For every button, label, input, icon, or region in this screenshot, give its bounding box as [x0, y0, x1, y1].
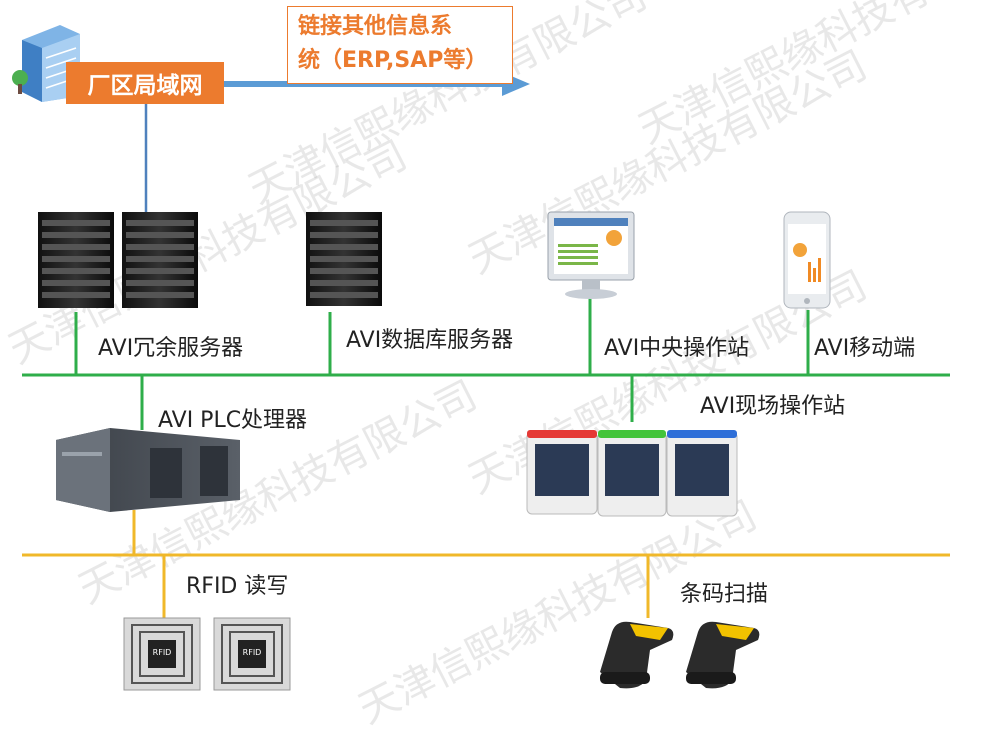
lan-label-box: 厂区局域网 — [66, 62, 224, 104]
mobile-label: AVI移动端 — [814, 336, 916, 361]
yellow-bus — [22, 510, 950, 618]
server-rack-icon-2 — [122, 212, 198, 308]
database-server-icon — [306, 212, 382, 306]
rfid-tag-label-2: RFID — [242, 648, 262, 657]
rfid-tag-icon-1 — [123, 617, 201, 691]
smartphone-icon — [783, 211, 831, 309]
rfid-label: RFID 读写 — [186, 574, 289, 599]
rfid-tag-icon-2 — [213, 617, 291, 691]
external-systems-line-1: 链接其他信息系 — [298, 14, 453, 39]
topology-diagram — [12, 25, 950, 691]
barcode-scanner-icon-2 — [686, 621, 760, 689]
touch-panel-icon-red — [526, 430, 598, 515]
field-station-label: AVI现场操作站 — [700, 394, 846, 419]
external-systems-box: 链接其他信息系 统（ERP,SAP等） — [287, 6, 513, 84]
barcode-scanner-icon-1 — [600, 621, 674, 689]
green-bus — [22, 298, 950, 430]
redundant-server-label: AVI冗余服务器 — [98, 336, 244, 361]
central-station-label: AVI中央操作站 — [604, 336, 750, 361]
plc-label: AVI PLC处理器 — [158, 408, 308, 433]
touch-panel-icon-green — [597, 430, 667, 517]
server-rack-icon-1 — [38, 212, 114, 308]
monitor-icon — [547, 211, 635, 299]
plc-module-icon — [56, 428, 240, 512]
rfid-tag-label-1: RFID — [152, 648, 172, 657]
barcode-label: 条码扫描 — [680, 582, 769, 607]
touch-panel-icon-blue — [666, 430, 738, 517]
database-server-label: AVI数据库服务器 — [346, 328, 514, 353]
external-systems-line-2: 统（ERP,SAP等） — [298, 48, 488, 73]
